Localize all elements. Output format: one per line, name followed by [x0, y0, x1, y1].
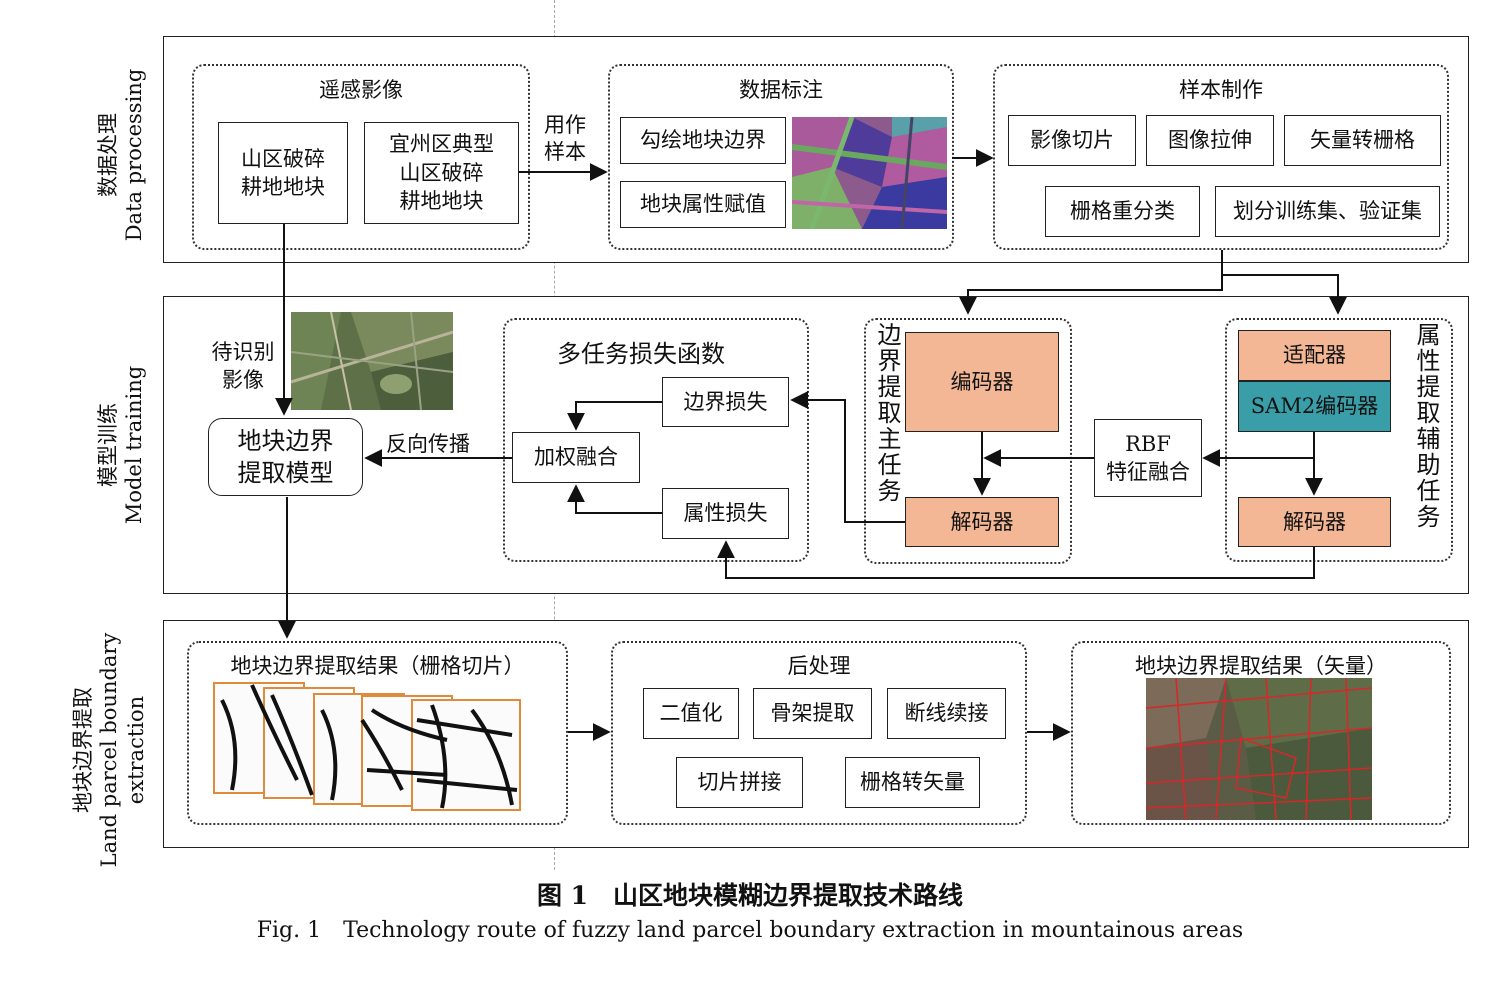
- rs-box2-line3: 耕地地块: [399, 189, 484, 214]
- rs-box1-line2: 耕地地块: [241, 175, 325, 199]
- draw-boundary-box: 勾绘地块边界: [620, 117, 786, 164]
- rbf-fusion-box: RBF 特征融合: [1094, 419, 1202, 497]
- raster-reclassify-box: 栅格重分类: [1045, 186, 1200, 237]
- as-sample-label: 用作 样本: [535, 112, 595, 167]
- multi-task-loss-title: 多任务损失函数: [557, 340, 725, 368]
- rs-box-fragmented: 山区破碎 耕地地块: [218, 122, 348, 224]
- encoder-box: 编码器: [905, 332, 1059, 432]
- to-identify-label: 待识别 影像: [198, 338, 288, 395]
- aux-task-label: 属性提取辅助任务: [1412, 322, 1440, 530]
- caption-zh: 图 1 山区地块模糊边界提取技术路线: [536, 881, 964, 910]
- attribute-loss-box: 属性损失: [662, 488, 789, 539]
- vector-result-image: [1146, 678, 1372, 820]
- remote-sensing-group: [192, 64, 530, 250]
- model-line2: 提取模型: [237, 459, 334, 487]
- binarize-box: 二值化: [643, 688, 739, 739]
- sample-making-group: [993, 64, 1449, 250]
- image-stretch-box: 图像拉伸: [1146, 115, 1274, 166]
- rbf-line2: 特征融合: [1106, 460, 1190, 484]
- raster-result-group: [187, 641, 568, 825]
- annotation-title: 数据标注: [739, 78, 823, 102]
- boundary-loss-box: 边界损失: [662, 377, 789, 427]
- main-task-label: 边界提取主任务: [873, 322, 901, 504]
- raster-result-title: 地块边界提取结果（栅格切片）: [230, 654, 525, 678]
- image-slice-box: 影像切片: [1008, 115, 1136, 166]
- rs-box2-line2: 山区破碎: [399, 160, 484, 185]
- input-image: [291, 312, 453, 410]
- main-task-group: [864, 318, 1072, 564]
- rbf-line1: RBF: [1125, 431, 1171, 456]
- annotation-label-image: [792, 117, 947, 229]
- to-identify-line1: 待识别: [211, 340, 275, 364]
- multi-task-loss-group: [503, 318, 809, 562]
- post-processing-title: 后处理: [787, 654, 851, 678]
- vector-to-raster-box: 矢量转栅格: [1284, 115, 1441, 166]
- sam2-encoder-box: SAM2编码器: [1238, 381, 1391, 432]
- split-dataset-box: 划分训练集、验证集: [1215, 186, 1440, 237]
- caption-en: Fig. 1 Technology route of fuzzy land pa…: [256, 918, 1244, 943]
- skeleton-box: 骨架提取: [753, 688, 872, 739]
- decoder-aux-box: 解码器: [1238, 497, 1391, 547]
- gap-connect-box: 断线续接: [887, 688, 1006, 739]
- as-sample-line2: 样本: [544, 140, 586, 165]
- to-identify-line2: 影像: [222, 368, 264, 393]
- rs-box-yizhou: 宜州区典型 山区破碎 耕地地块: [364, 122, 519, 224]
- model-line1: 地块边界: [237, 426, 334, 455]
- adapter-box: 适配器: [1238, 330, 1391, 381]
- raster-slices-image: [213, 682, 521, 811]
- weighted-fusion-box: 加权融合: [512, 432, 640, 483]
- assign-attribute-box: 地块属性赋值: [620, 181, 786, 228]
- remote-sensing-title: 遥感影像: [319, 78, 403, 102]
- aux-task-group: [1225, 318, 1453, 562]
- extraction-model-box: 地块边界 提取模型: [208, 418, 363, 496]
- rs-box1-line1: 山区破碎: [241, 146, 325, 171]
- decoder-main-box: 解码器: [905, 497, 1059, 547]
- sample-making-title: 样本制作: [1179, 78, 1263, 102]
- post-processing-group: [611, 641, 1027, 825]
- as-sample-line1: 用作: [544, 113, 586, 137]
- raster-to-vector-box: 栅格转矢量: [845, 757, 980, 808]
- vector-result-group: [1071, 641, 1451, 825]
- slice-mosaic-box: 切片拼接: [676, 757, 803, 808]
- vector-result-title: 地块边界提取结果（矢量）: [1135, 654, 1387, 678]
- rs-box2-line1: 宜州区典型: [389, 132, 494, 157]
- backprop-label: 反向传播: [386, 432, 470, 456]
